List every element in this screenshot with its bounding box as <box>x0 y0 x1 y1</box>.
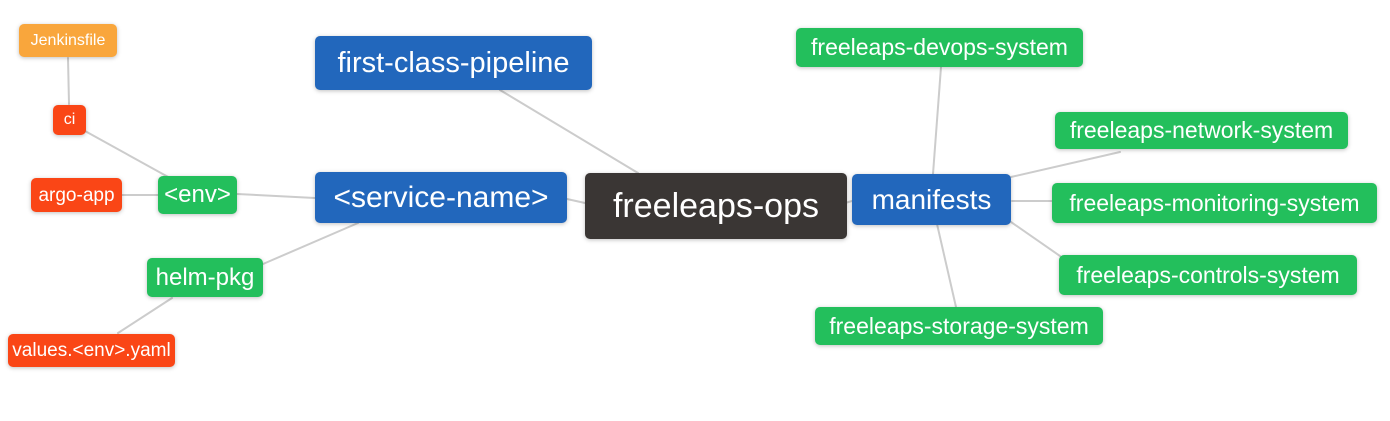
node-freeleaps-ops-root[interactable]: freeleaps-ops <box>585 173 847 239</box>
edge-jenkinsfile-ci <box>67 57 70 105</box>
edge-manifests-devops <box>932 66 942 175</box>
node-jenkinsfile[interactable]: Jenkinsfile <box>19 24 117 57</box>
node-freeleaps-network-system[interactable]: freeleaps-network-system <box>1055 112 1348 149</box>
edge-ci-env <box>84 130 171 179</box>
node-first-class-pipeline[interactable]: first-class-pipeline <box>315 36 592 90</box>
node-service-name[interactable]: <service-name> <box>315 172 567 223</box>
edge-service-name-freeleaps-ops <box>566 198 586 204</box>
node-freeleaps-controls-system[interactable]: freeleaps-controls-system <box>1059 255 1357 295</box>
node-manifests[interactable]: manifests <box>852 174 1011 225</box>
node-argo-app[interactable]: argo-app <box>31 178 122 212</box>
edge-helm-pkg-values-env-yaml <box>117 297 173 334</box>
edge-first-class-pipeline-freeleaps-ops <box>499 89 639 174</box>
node-env[interactable]: <env> <box>158 176 237 214</box>
node-freeleaps-monitoring-system[interactable]: freeleaps-monitoring-system <box>1052 183 1377 223</box>
node-values-env-yaml[interactable]: values.<env>.yaml <box>8 334 175 367</box>
edge-manifests-controls <box>1010 221 1061 257</box>
node-freeleaps-storage-system[interactable]: freeleaps-storage-system <box>815 307 1103 345</box>
edge-service-name-helm-pkg <box>262 222 359 265</box>
node-helm-pkg[interactable]: helm-pkg <box>147 258 263 297</box>
node-ci[interactable]: ci <box>53 105 86 135</box>
node-freeleaps-devops-system[interactable]: freeleaps-devops-system <box>796 28 1083 67</box>
edge-env-service-name <box>236 193 316 199</box>
edge-manifests-network <box>1010 151 1121 178</box>
edge-manifests-storage <box>936 223 957 308</box>
